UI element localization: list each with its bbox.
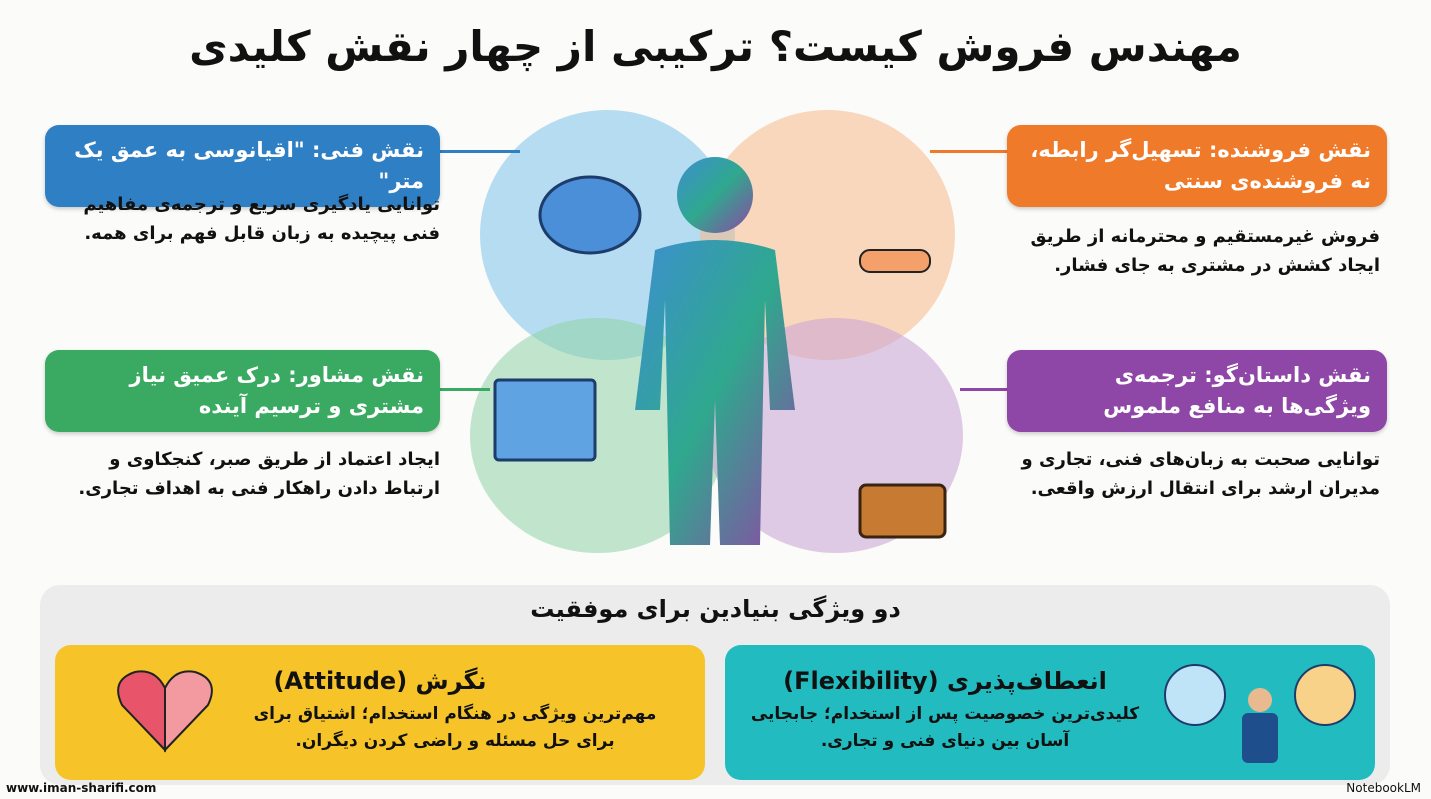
attitude-title: نگرش (Attitude) (273, 667, 487, 695)
advisor-connector (440, 388, 490, 391)
handshake-icon (859, 249, 931, 273)
storyteller-role-desc: توانایی صحبت به زبان‌های فنی، تجاری و مد… (1021, 449, 1380, 499)
person-silhouette-icon (635, 157, 795, 545)
flexibility-title: انعطاف‌پذیری (Flexibility) (783, 667, 1107, 695)
seller-role-tag: نقش فروشنده: تسهیل‌گر رابطه، نه فروشنده‌… (1007, 125, 1387, 207)
seller-role-desc: فروش غیرمستقیم و محترمانه از طریق ایجاد … (1030, 226, 1380, 276)
advisor-role-tag: نقش مشاور: درک عمیق نیاز مشتری و ترسیم آ… (45, 350, 440, 432)
brain-icon (538, 175, 642, 255)
tech-to-business-icon (1164, 664, 1356, 763)
technical-role-tag: نقش فنی: "اقیانوسی به عمق یک متر" (45, 125, 440, 207)
storyteller-role-tag: نقش داستان‌گو: ترجمه‌ی ویژگی‌ها به منافع… (1007, 350, 1387, 432)
page-title: مهندس فروش کیست؟ ترکیبی از چهار نقش کلید… (189, 22, 1242, 71)
technical-connector (440, 150, 520, 153)
technical-role-desc: توانایی یادگیری سریع و ترجمه‌ی مفاهیم فن… (83, 194, 440, 244)
flexibility-desc: کلیدی‌ترین خصوصیت پس از استخدام؛ جابجایی… (750, 704, 1140, 751)
treasure-chest-icon (858, 483, 947, 539)
bottom-panel-title: دو ویژگی بنیادین برای موفقیت (530, 595, 901, 623)
advisor-role-desc: ایجاد اعتماد از طریق صبر، کنجکاوی و ارتب… (78, 449, 440, 499)
heart-brain-icon (117, 670, 213, 753)
blueprint-icon (493, 378, 597, 462)
website-link[interactable]: www.iman-sharifi.com (6, 781, 157, 795)
attitude-desc: مهم‌ترین ویژگی در هنگام استخدام؛ اشتیاق … (253, 704, 657, 751)
notebooklm-brand: NotebookLM (1346, 781, 1421, 795)
seller-connector (930, 150, 1010, 153)
storyteller-connector (960, 388, 1010, 391)
